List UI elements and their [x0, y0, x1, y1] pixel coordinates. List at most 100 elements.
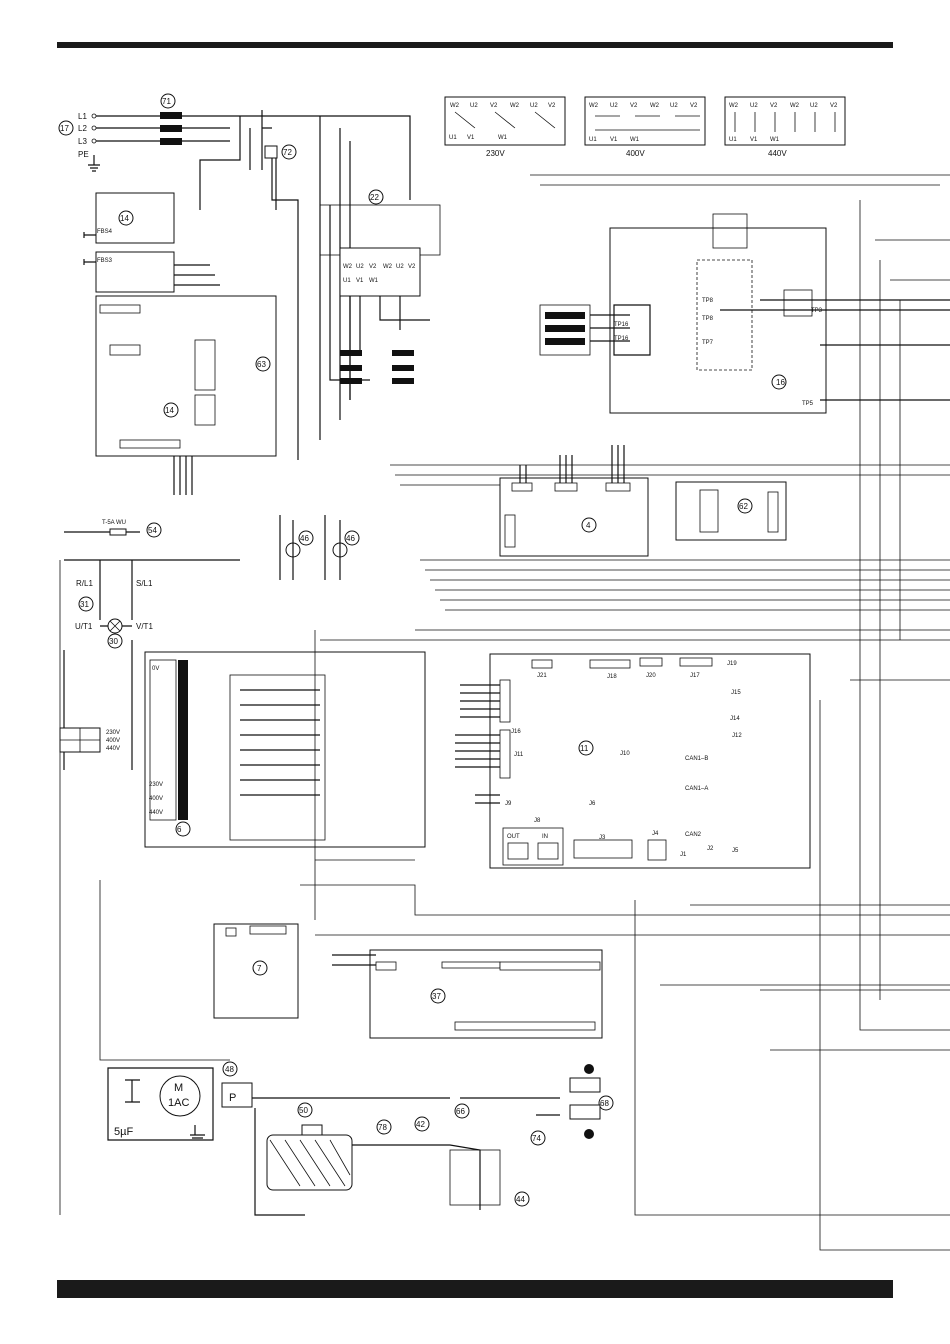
svg-text:J9: J9 — [505, 801, 512, 807]
svg-text:M: M — [174, 1082, 183, 1094]
board-fbs3: FBS3 — [83, 251, 220, 293]
svg-text:W2: W2 — [343, 264, 353, 270]
svg-text:6: 6 — [177, 825, 182, 834]
svg-text:FBS4: FBS4 — [97, 229, 113, 235]
svg-text:48: 48 — [225, 1065, 234, 1074]
svg-text:1AC: 1AC — [168, 1097, 189, 1109]
voltage-230-label: 230V — [486, 149, 505, 158]
svg-text:W1: W1 — [369, 278, 379, 284]
svg-text:V2: V2 — [548, 103, 556, 109]
svg-text:R/L1: R/L1 — [76, 579, 93, 588]
svg-text:V2: V2 — [770, 103, 778, 109]
svg-text:5µF: 5µF — [114, 1126, 133, 1138]
svg-text:J2: J2 — [707, 846, 714, 852]
svg-text:J14: J14 — [730, 716, 740, 722]
svg-text:TP8: TP8 — [702, 316, 714, 322]
svg-text:62: 62 — [739, 502, 748, 511]
line-l2-label: L2 — [78, 124, 87, 133]
svg-text:U2: U2 — [470, 103, 478, 109]
svg-text:V2: V2 — [408, 264, 416, 270]
svg-text:U1: U1 — [343, 278, 351, 284]
svg-text:CAN1–B: CAN1–B — [685, 756, 708, 762]
voltage-config-230: W2 U2 V2 W2 U2 V2 U1 V1 W1 230V — [444, 96, 566, 158]
svg-text:54: 54 — [148, 526, 157, 535]
svg-text:16: 16 — [776, 378, 785, 387]
fuse-54: T-5A WU 54 — [64, 520, 162, 538]
svg-text:IN: IN — [542, 834, 548, 840]
svg-text:68: 68 — [600, 1099, 609, 1108]
line-l1-label: L1 — [78, 112, 87, 121]
svg-text:TP5: TP5 — [802, 401, 814, 407]
board-37: 37 — [332, 949, 603, 1039]
svg-text:W1: W1 — [630, 137, 640, 143]
board-7: 7 — [213, 923, 299, 1019]
board-14-lower: 14 63 — [95, 295, 277, 495]
svg-text:31: 31 — [80, 600, 89, 609]
phase-selector: R/L1 S/L1 U/T1 V/T1 31 30 — [63, 559, 240, 770]
svg-text:V1: V1 — [750, 137, 758, 143]
mains-input: L1 L2 L3 PE — [78, 110, 411, 200]
svg-text:U/T1: U/T1 — [75, 622, 93, 631]
line-l3-label: L3 — [78, 137, 87, 146]
board-6: 4 — [499, 445, 649, 557]
svg-text:V2: V2 — [830, 103, 838, 109]
pump-motor: M 1AC 5µF P 48 — [107, 1061, 253, 1141]
svg-text:OUT: OUT — [507, 834, 520, 840]
voltage-400-label: 400V — [626, 149, 645, 158]
svg-text:TP16: TP16 — [614, 322, 629, 328]
svg-text:440V: 440V — [149, 810, 163, 816]
header-rule — [57, 42, 893, 48]
svg-text:CAN2: CAN2 — [685, 832, 702, 838]
tank-50: 50 — [252, 1097, 450, 1216]
transformer-11: 0V 230V 400V 440V 6 — [144, 651, 426, 848]
bus-wiring — [59, 174, 950, 1251]
fan-46-b: 46 — [324, 515, 360, 580]
line-pe-label: PE — [78, 150, 89, 159]
svg-text:J15: J15 — [731, 690, 741, 696]
svg-text:63: 63 — [257, 360, 266, 369]
svg-text:66: 66 — [456, 1107, 465, 1116]
svg-text:W1: W1 — [770, 137, 780, 143]
svg-text:44: 44 — [516, 1195, 525, 1204]
svg-text:14: 14 — [120, 214, 129, 223]
svg-text:J6: J6 — [589, 801, 596, 807]
svg-text:J11: J11 — [514, 752, 524, 758]
svg-text:V1: V1 — [356, 278, 364, 284]
svg-text:P: P — [229, 1092, 236, 1104]
svg-text:J10: J10 — [620, 751, 630, 757]
svg-text:W2: W2 — [383, 264, 393, 270]
svg-text:46: 46 — [346, 534, 355, 543]
svg-text:J18: J18 — [607, 674, 617, 680]
svg-text:FBS3: FBS3 — [97, 258, 113, 264]
svg-text:230V: 230V — [149, 782, 163, 788]
svg-text:J8: J8 — [534, 818, 541, 824]
svg-text:J4: J4 — [652, 831, 659, 837]
callout-71: 71 — [162, 97, 171, 106]
svg-text:W2: W2 — [450, 103, 460, 109]
svg-text:U1: U1 — [589, 137, 597, 143]
svg-text:U2: U2 — [356, 264, 364, 270]
callout-72: 72 — [283, 148, 292, 157]
svg-text:J21: J21 — [537, 673, 547, 679]
svg-text:V2: V2 — [630, 103, 638, 109]
svg-text:V1: V1 — [467, 135, 475, 141]
footer-rule — [57, 1280, 893, 1298]
svg-text:J5: J5 — [732, 848, 739, 854]
svg-text:TP16: TP16 — [614, 336, 629, 342]
svg-text:74: 74 — [532, 1134, 541, 1143]
svg-text:J16: J16 — [511, 729, 521, 735]
svg-text:42: 42 — [416, 1120, 425, 1129]
svg-text:V/T1: V/T1 — [136, 622, 153, 631]
hydraulic-parts: 78 42 66 68 74 44 — [352, 1064, 614, 1210]
svg-text:50: 50 — [299, 1106, 308, 1115]
input-terminal: 230V 400V 440V — [59, 727, 120, 753]
voltage-config-400: W2 U2 V2 W2 U2 V2 U1 V1 W1 400V — [584, 96, 706, 158]
svg-text:400V: 400V — [106, 738, 120, 744]
svg-text:TP3: TP3 — [811, 308, 823, 314]
svg-text:J20: J20 — [646, 673, 656, 679]
svg-text:V1: V1 — [610, 137, 618, 143]
svg-text:230V: 230V — [106, 730, 120, 736]
svg-text:W1: W1 — [498, 135, 508, 141]
svg-text:J12: J12 — [732, 733, 742, 739]
